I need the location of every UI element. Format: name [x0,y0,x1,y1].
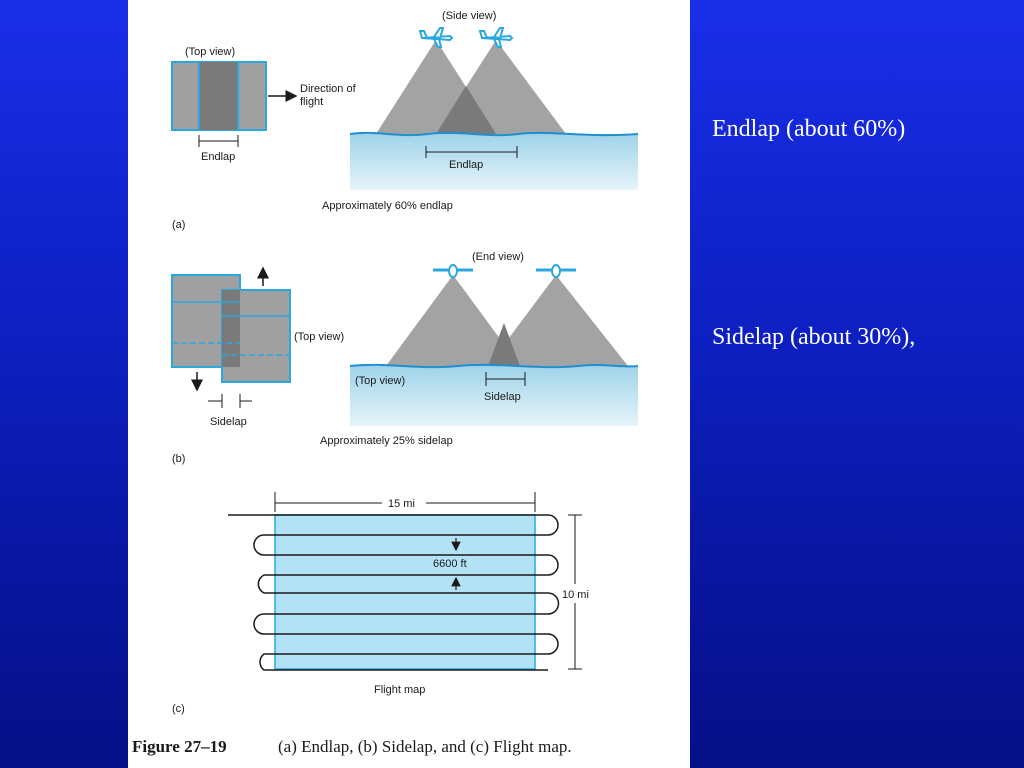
water-line-a [349,131,639,137]
panel-letter-c: (c) [172,703,185,715]
airplane-icon [479,27,513,48]
sidelap-end-overlap [488,323,520,366]
figure-number: Figure 27–19 [132,737,227,756]
panel-letter-b: (b) [172,453,185,465]
endlap-note: Approximately 60% endlap [322,200,453,212]
width-label: 15 mi [388,498,415,510]
water-a [350,134,638,190]
panel-c: 15 mi 6600 ft 10 mi Flight map (c) [172,492,589,715]
endlap-bullet: Endlap (about 60%) [712,116,906,142]
figure-panel: (Top view) Direction of flight Endlap (S… [128,0,690,768]
water-line-b [349,363,639,369]
end-view-label: (End view) [472,251,524,263]
flight-map-area [274,514,536,670]
camera-cone-b2 [488,275,628,366]
camera-cone-b1 [386,275,520,366]
endlap-overlap-area [199,62,238,130]
side-view-label: (Side view) [442,10,496,22]
panel-b: (Top view) Sidelap (End view) (Top view)… [171,251,639,465]
figure-caption: (a) Endlap, (b) Sidelap, and (c) Flight … [278,737,572,756]
endlap-side-overlap [436,86,496,134]
airplane-end-icon [536,264,576,278]
flight-map-label: Flight map [374,684,425,696]
sidelap-label: Sidelap [210,416,247,428]
airplane-icon [419,27,453,48]
spacing-label: 6600 ft [433,558,467,570]
ground-top-view-label: (Top view) [355,375,405,387]
direction-label-line2: flight [300,96,323,108]
sidelap-note: Approximately 25% sidelap [320,435,453,447]
ground-sidelap-label: Sidelap [484,391,521,403]
ground-endlap-label: Endlap [449,159,483,171]
sidelap-overlap-area [222,290,240,367]
panel-a: (Top view) Direction of flight Endlap (S… [171,10,639,231]
figure-diagram: (Top view) Direction of flight Endlap (S… [132,10,639,756]
top-view-label-b: (Top view) [294,331,344,343]
water-b [350,366,638,426]
endlap-label: Endlap [201,151,235,163]
airplane-end-icon [433,264,473,278]
flight-path [228,514,560,671]
height-label: 10 mi [562,589,589,601]
panel-letter-a: (a) [172,219,185,231]
top-view-label-a: (Top view) [185,46,235,58]
direction-label-line1: Direction of [300,83,357,95]
sidelap-bullet: Sidelap (about 30%), [712,324,916,350]
